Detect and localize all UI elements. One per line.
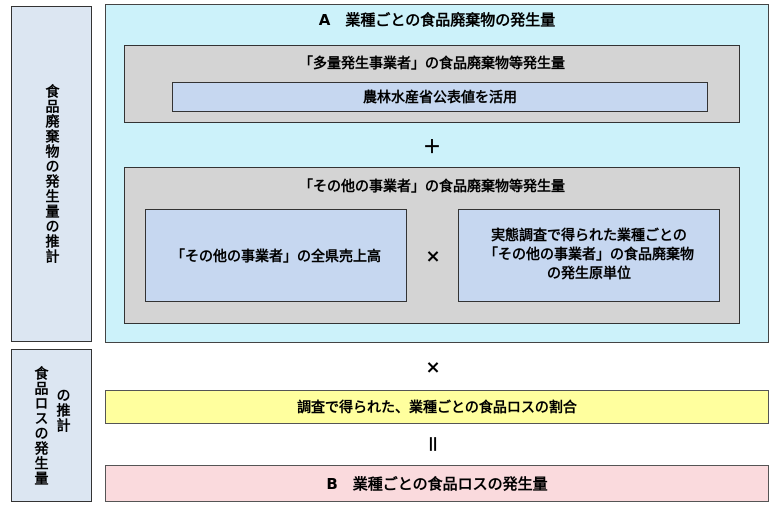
label-food-loss-estimate: 食品ロスの発生量 の推計 <box>11 349 92 502</box>
maff-data-box: 農林水産省公表値を活用 <box>172 82 708 112</box>
times-operator-inner: × <box>425 245 441 267</box>
equals-operator: ＝ <box>421 435 442 453</box>
prefecture-sales-box: 「その他の事業者」の全県売上高 <box>145 209 407 302</box>
unit-generation-box: 実態調査で得られた業種ごとの 「その他の事業者」の食品廃棄物 の発生原単位 <box>458 209 720 302</box>
panel-a-title: A 業種ごとの食品廃棄物の発生量 <box>318 11 556 29</box>
label-food-waste-estimate-text: 食品廃棄物の発生量の推計 <box>43 84 60 264</box>
unit-generation-line-2: 「その他の事業者」の食品廃棄物 <box>484 247 694 263</box>
label-food-loss-estimate-text-2: の推計 <box>54 388 71 433</box>
unit-generation-line-1: 実態調査で得られた業種ごとの <box>491 228 687 244</box>
times-operator-outer: × <box>425 356 441 378</box>
food-loss-result-box: B 業種ごとの食品ロスの発生量 <box>105 465 769 502</box>
unit-generation-line-3: の発生原単位 <box>547 266 631 282</box>
plus-operator: ＋ <box>423 137 441 158</box>
other-producers-title: 「その他の事業者」の食品廃棄物等発生量 <box>299 179 565 195</box>
food-loss-ratio-box: 調査で得られた、業種ごとの食品ロスの割合 <box>105 390 769 424</box>
label-food-loss-estimate-text-1: 食品ロスの発生量 <box>32 365 49 486</box>
large-producers-title: 「多量発生事業者」の食品廃棄物等発生量 <box>299 56 565 72</box>
label-food-waste-estimate: 食品廃棄物の発生量の推計 <box>11 6 92 342</box>
